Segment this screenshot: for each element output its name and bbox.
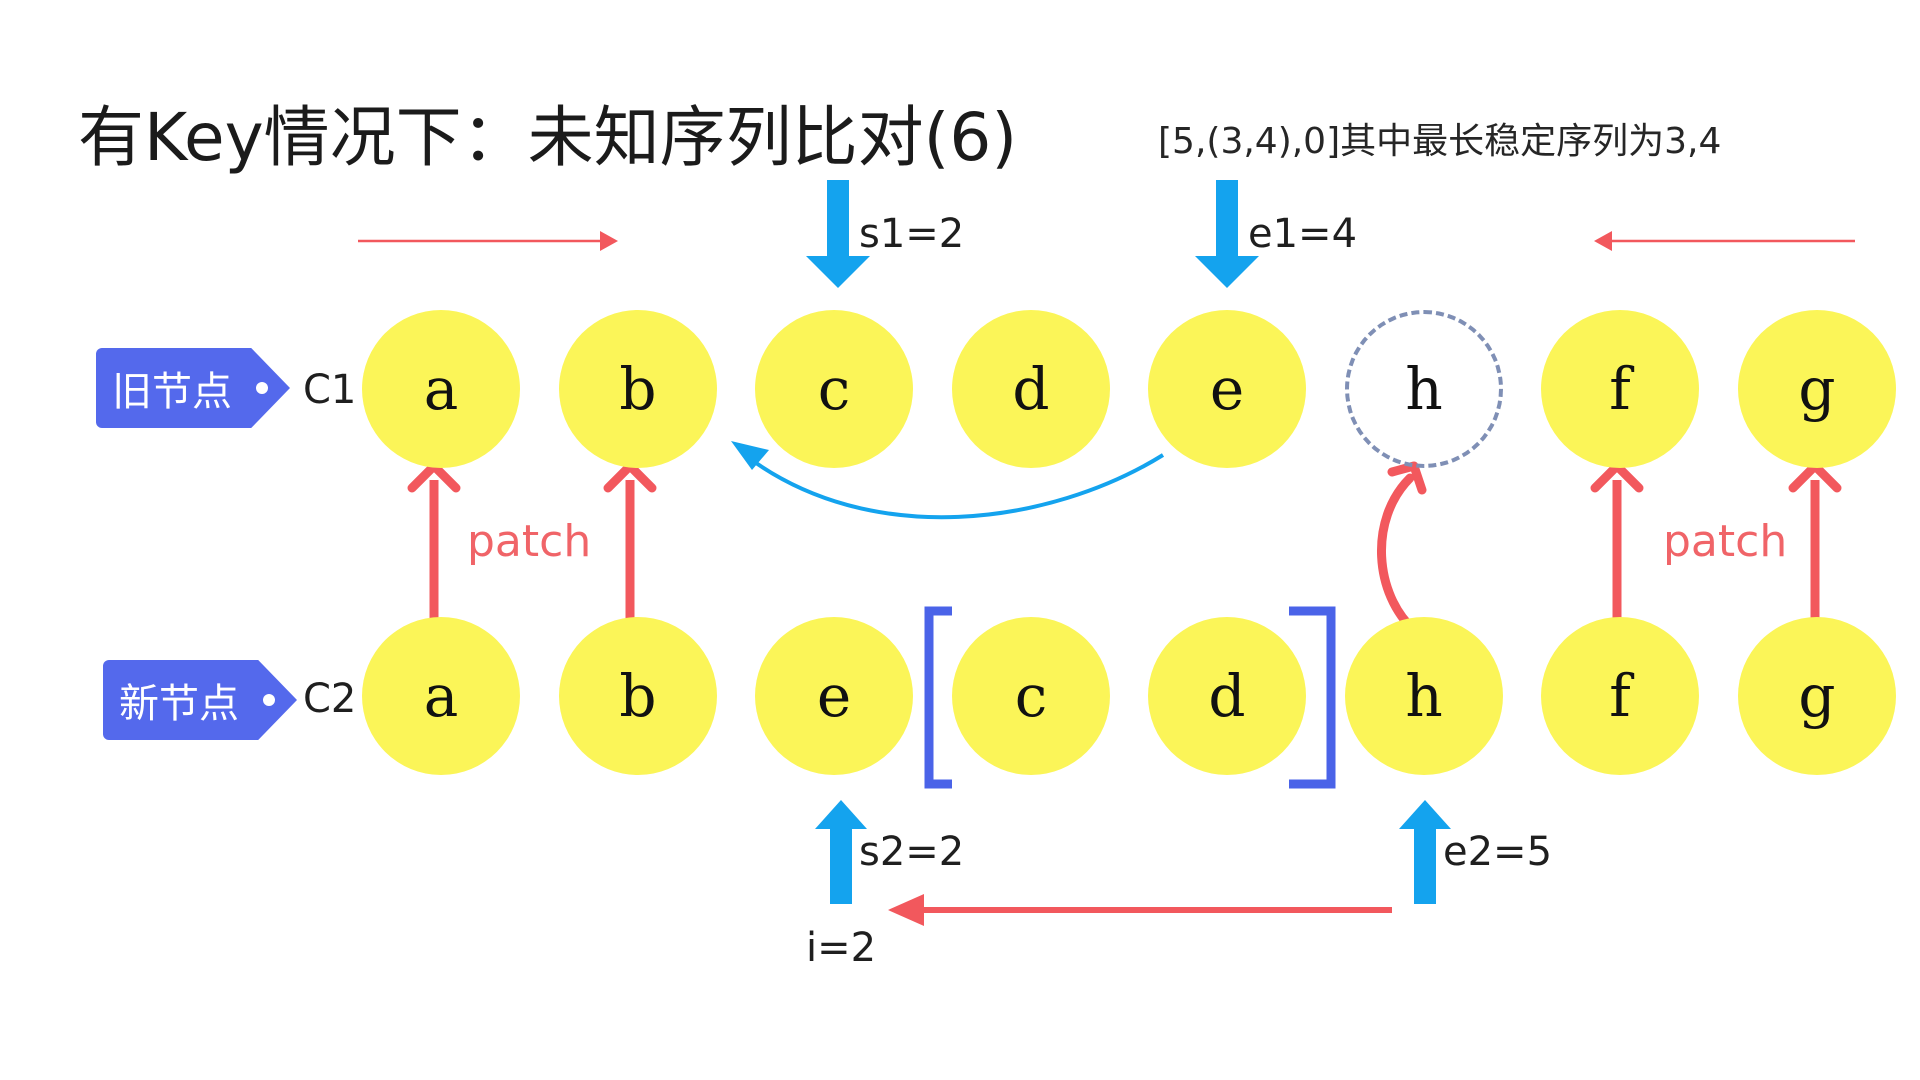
move-e-arrowhead: [731, 441, 769, 470]
old-node-g: g: [1738, 310, 1896, 468]
e2-pointer-arrow: [1399, 800, 1451, 904]
old-nodes-tag: 旧节点: [96, 348, 290, 428]
patch-label-right: patch: [1663, 516, 1788, 567]
old-node-e: e: [1148, 310, 1306, 468]
patch-arrow-f: [1590, 461, 1644, 630]
i-scan-arrow: [888, 894, 1392, 926]
left-bracket: [924, 606, 952, 789]
e1-pointer-arrow: [1195, 180, 1259, 288]
old-node-f: f: [1541, 310, 1699, 468]
mount-h-arrow: [1377, 461, 1427, 635]
old-children-name: C1: [303, 367, 357, 413]
old-node-c: c: [755, 310, 913, 468]
old-node-d: d: [952, 310, 1110, 468]
old-nodes-tag-label: 旧节点: [112, 369, 232, 415]
patch-arrow-b: [603, 461, 657, 630]
new-node-a: a: [362, 617, 520, 775]
stable-sequence-note: [5,(3,4),0]其中最长稳定序列为3,4: [1158, 121, 1722, 162]
old-node-a: a: [362, 310, 520, 468]
right-bracket: [1289, 606, 1336, 789]
new-node-d: d: [1148, 617, 1306, 775]
patch-label-left: patch: [467, 516, 592, 567]
i-label: i=2: [806, 925, 877, 971]
old-node-b: b: [559, 310, 717, 468]
new-node-h: h: [1345, 617, 1503, 775]
ghost-node-h: h: [1345, 310, 1503, 468]
new-nodes-tag: 新节点: [103, 660, 297, 740]
diagram-title: 有Key情况下：未知序列比对(6): [78, 99, 1018, 176]
s2-label: s2=2: [859, 829, 965, 875]
new-node-c: c: [952, 617, 1110, 775]
new-nodes-tag-label: 新节点: [119, 681, 239, 727]
new-node-e: e: [755, 617, 913, 775]
scan-backward-arrow: [1594, 231, 1855, 251]
new-node-f: f: [1541, 617, 1699, 775]
s2-pointer-arrow: [815, 800, 867, 904]
tag-hole-icon: [263, 694, 275, 706]
new-children-name: C2: [303, 676, 357, 722]
patch-arrow-g: [1788, 461, 1842, 630]
e2-label: e2=5: [1443, 829, 1553, 875]
s1-pointer-arrow: [806, 180, 870, 288]
patch-arrow-a: [407, 461, 461, 630]
e1-label: e1=4: [1248, 211, 1358, 257]
scan-forward-arrow: [358, 231, 618, 251]
move-e-arrow: [743, 453, 1165, 520]
tag-hole-icon: [256, 382, 268, 394]
s1-label: s1=2: [859, 211, 965, 257]
new-node-b: b: [559, 617, 717, 775]
new-node-g: g: [1738, 617, 1896, 775]
